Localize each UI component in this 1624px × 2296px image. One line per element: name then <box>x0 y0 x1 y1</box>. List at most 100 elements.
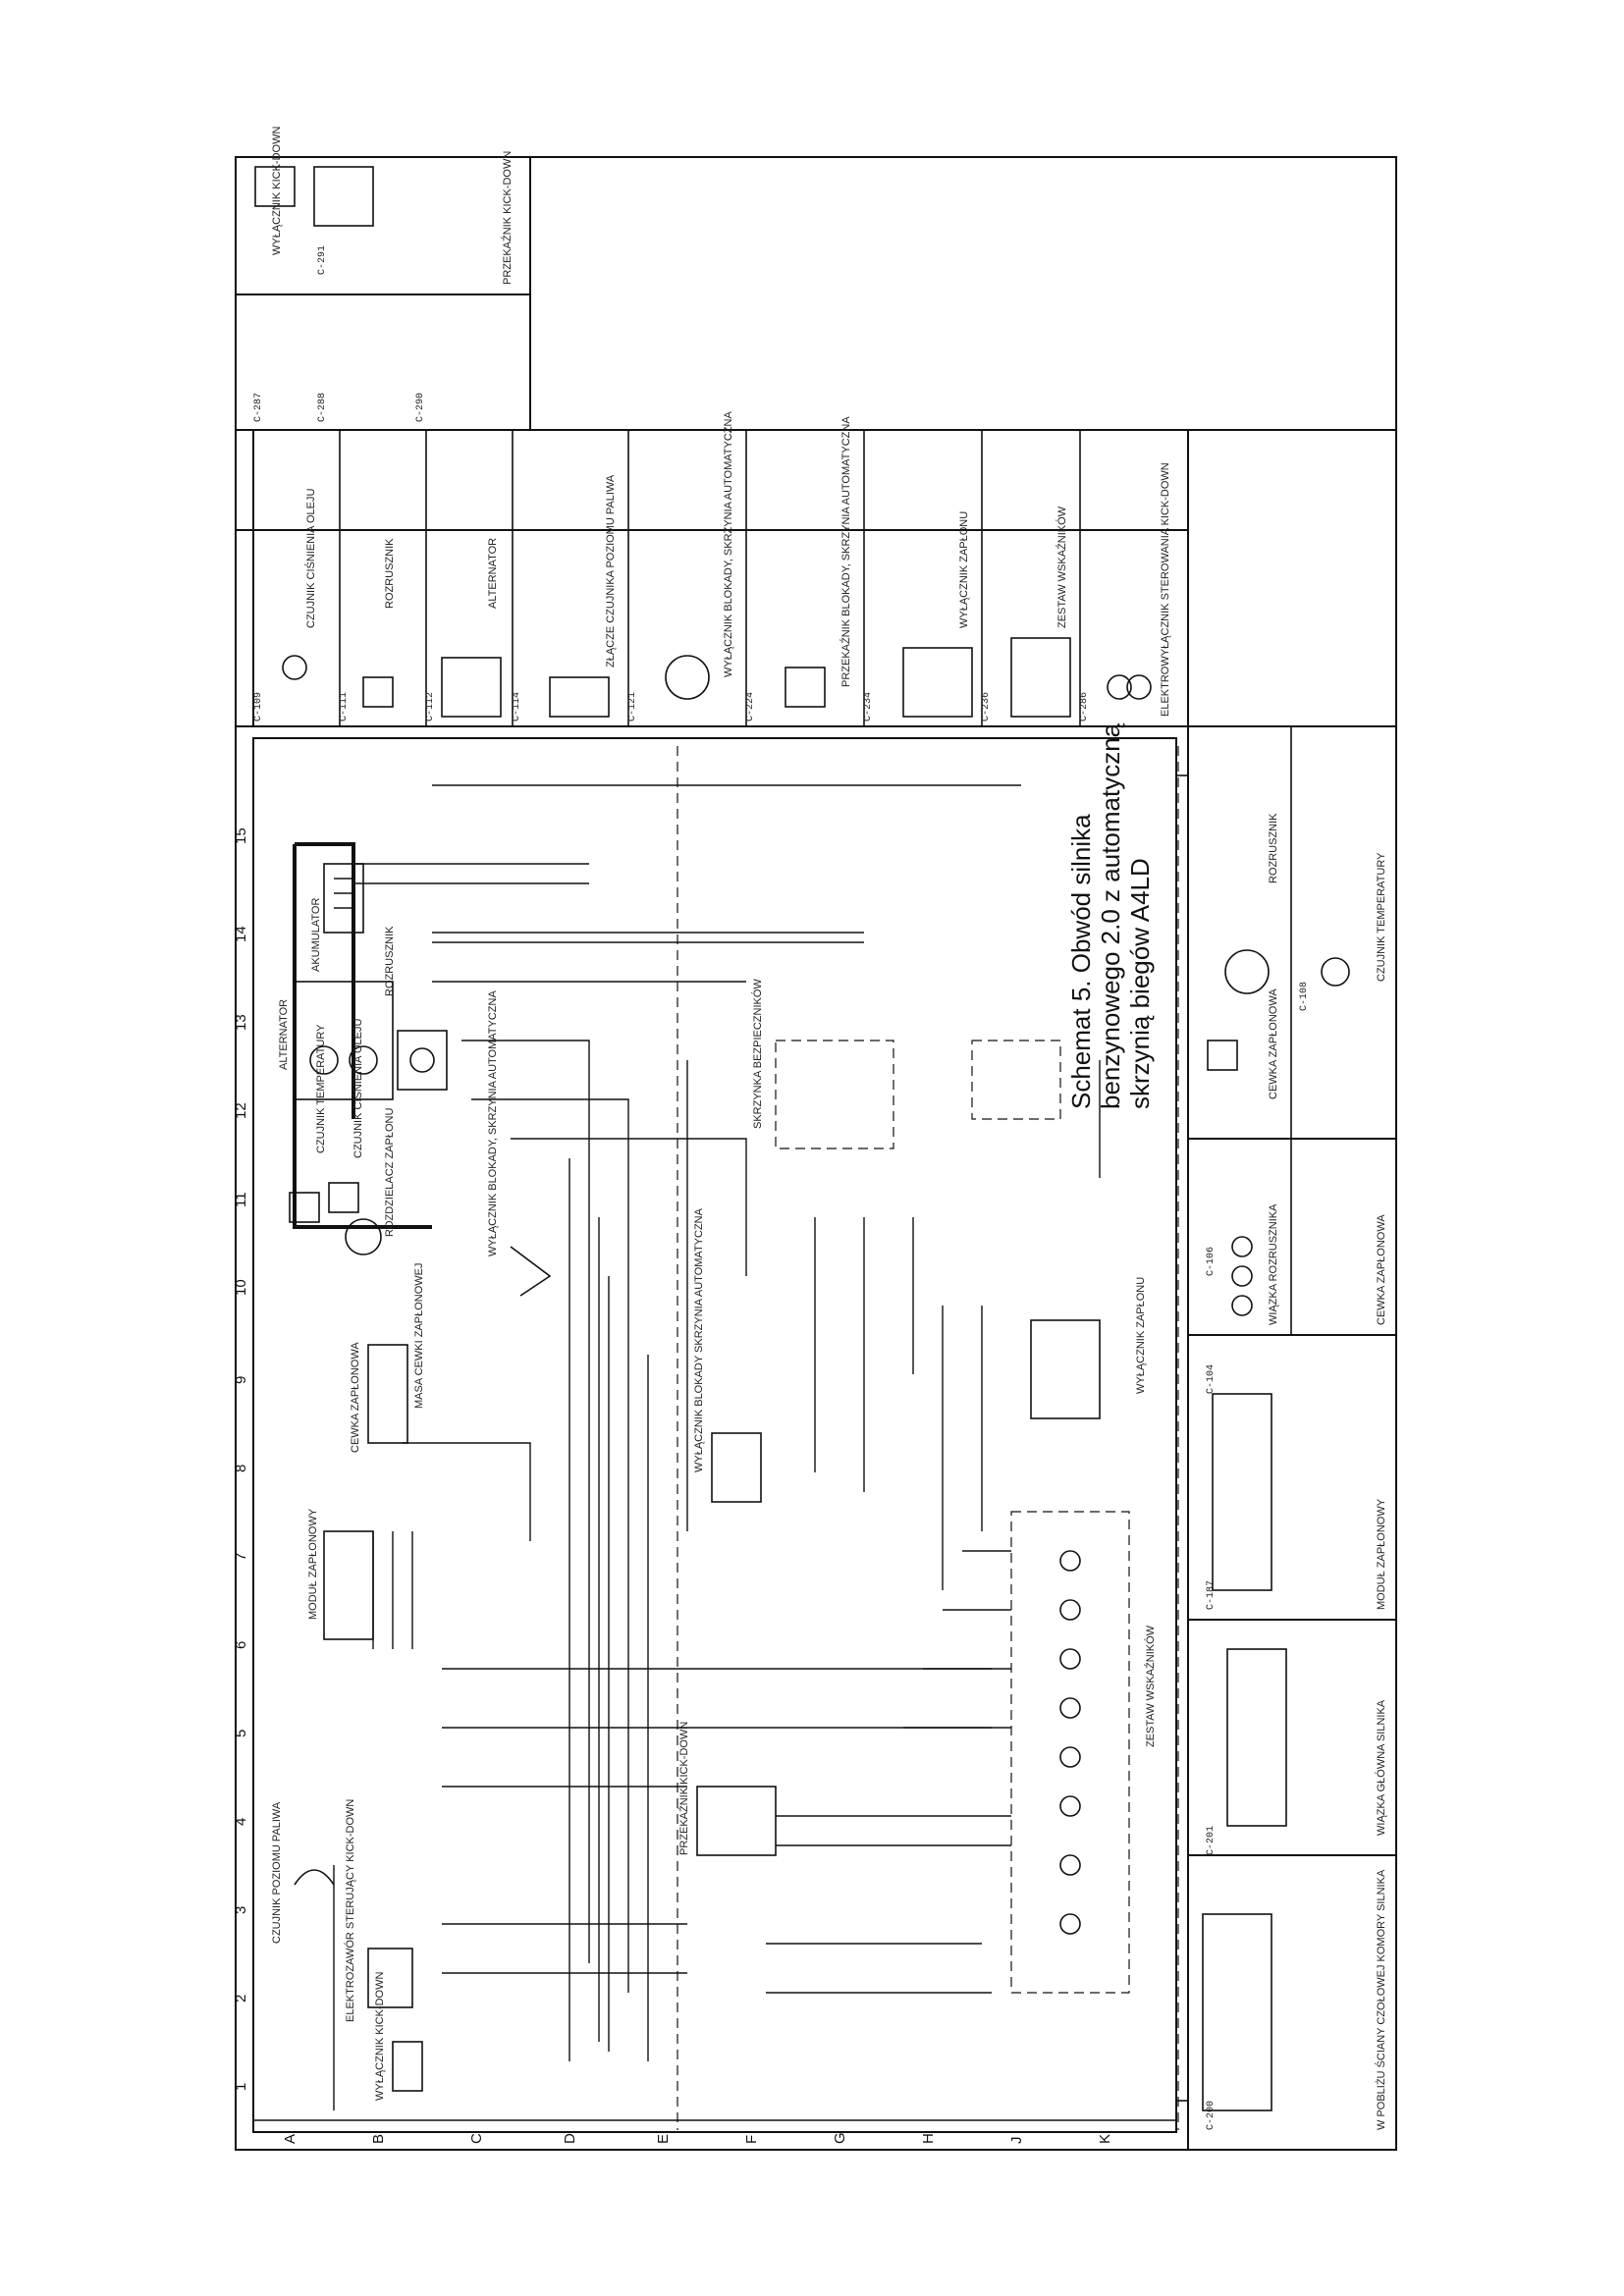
akumulator-label: AKUMULATOR <box>310 898 322 972</box>
rozrusznik-label: ROZRUSZNIK <box>384 926 396 996</box>
row-label-B: B <box>370 2134 387 2144</box>
top-panel: WYŁĄCZNIK KICK-DOWN PRZEKAŹNIK KICK-DOWN <box>236 127 530 295</box>
panel-przekaznik-blok: PRZEKAŹNIK BLOKADY, SKRZYNIA AUTOMATYCZN… <box>839 416 852 687</box>
code-c114: C-114 <box>512 692 522 721</box>
row-label-D: D <box>562 2133 578 2144</box>
code-c104: C-187 <box>1206 1580 1217 1610</box>
outer-frame <box>235 156 1397 2151</box>
bottom-label-2: CEWKA ZAPŁONOWA <box>1268 988 1279 1099</box>
bottom-label-7: ROZRUSZNIK <box>1268 813 1279 883</box>
connector-codes: C-106 C-104 C-187 C-201 C-200 C-108 C-10… <box>253 245 1310 2130</box>
connector-detail-panels: CZUJNIK CIŚNIENIA OLEJU ROZRUSZNIK ALTER… <box>236 411 1188 726</box>
code-c108: C-108 <box>1299 982 1310 1011</box>
dashed-harness-markers <box>677 746 1179 2130</box>
svg-text:1: 1 <box>233 2083 249 2091</box>
row-label-K: K <box>1097 2134 1113 2144</box>
distributor: ROZDZIELACZ ZAPŁONU <box>345 1108 396 1255</box>
inhibitor-switch: WYŁĄCZNIK BLOKADY, SKRZYNIA AUTOMATYCZNA <box>487 990 552 1297</box>
masa-cewki-label: MASA CEWKI ZAPŁONOWEJ <box>413 1262 425 1409</box>
alternator: ALTERNATOR <box>278 981 394 1100</box>
battery: AKUMULATOR <box>310 863 364 972</box>
svg-text:13: 13 <box>233 1014 249 1031</box>
code-c112: C-112 <box>425 692 436 721</box>
row-label-F: F <box>743 2135 760 2144</box>
panel-zestaw: ZESTAW WSKAŹNIKÓW <box>1056 506 1068 628</box>
battery-cables <box>293 842 432 1229</box>
connector-icon <box>282 655 307 680</box>
top-kickdown-switch-label: WYŁĄCZNIK KICK-DOWN <box>271 127 283 255</box>
code-c111: C-111 <box>339 692 350 721</box>
czujnik-paliwa-label: CZUJNIK POZIOMU PALIWA <box>271 1801 283 1944</box>
code-c288: C-288 <box>317 393 328 422</box>
czujnik-temp-label: CZUJNIK TEMPERATURY <box>315 1024 327 1153</box>
przekaznik-kd-label: PRZEKAŹNIK KICK-DOWN <box>677 1722 690 1855</box>
svg-text:6: 6 <box>233 1641 249 1649</box>
code-c105: C-106 <box>1206 1247 1217 1276</box>
row-label-C: C <box>468 2133 485 2144</box>
czujnik-cisn-label: CZUJNIK CIŚNIENIA OLEJU <box>352 1019 364 1158</box>
bottom-label-1: WIĄZKA GŁÓWNA SILNIKA <box>1375 1699 1387 1836</box>
modul-label: MODUŁ ZAPŁONOWY <box>307 1508 319 1620</box>
grid-row-labels: A B C D E F G H J K <box>282 2132 1113 2144</box>
code-c224: C-224 <box>745 692 756 721</box>
kickdown-relay: PRZEKAŹNIK KICK-DOWN <box>677 1722 777 1856</box>
panel-rozrusznik: ROZRUSZNIK <box>384 538 396 609</box>
elektrozawor-label: ELEKTROZAWÓR STERUJĄCY KICK-DOWN <box>344 1799 356 2022</box>
bottom-label-3: MODUŁ ZAPŁONOWY <box>1376 1498 1387 1610</box>
title-line-1: Schemat 5. Obwód silnika <box>1066 814 1096 1109</box>
code-c109: C-109 <box>253 692 264 721</box>
row-label-H: H <box>920 2133 937 2144</box>
inhibitor-switch-2: WYŁĄCZNIK BLOKADY SKRZYNIA AUTOMATYCZNA <box>693 1207 762 1503</box>
title-line-2: benzynowego 2.0 z automatyczną <box>1096 722 1125 1109</box>
alternator-label: ALTERNATOR <box>278 999 290 1070</box>
svg-text:5: 5 <box>233 1730 249 1737</box>
panel-czujnik-cisn: CZUJNIK CIŚNIENIA OLEJU <box>304 489 317 628</box>
svg-text:15: 15 <box>233 828 249 844</box>
wylacznik-zaplonu-label: WYŁĄCZNIK ZAPŁONU <box>1135 1277 1147 1394</box>
code-c121: C-121 <box>627 692 638 721</box>
code-c234: C-234 <box>863 692 874 721</box>
panel-alternator: ALTERNATOR <box>487 538 499 609</box>
starter-motor: ROZRUSZNIK <box>384 926 448 1091</box>
code-c286: C-286 <box>1079 692 1090 721</box>
grid-column-labels: 1 2 3 4 5 6 7 8 9 10 11 12 13 14 15 <box>233 828 249 2091</box>
svg-text:3: 3 <box>233 1906 249 1914</box>
fuse-box: SKRZYNKA BEZPIECZNIKÓW <box>751 979 1061 1149</box>
svg-text:12: 12 <box>233 1102 249 1119</box>
code-c290: C-290 <box>415 393 426 422</box>
bottom-label-5: WIĄZKA ROZRUSZNIKA <box>1268 1203 1279 1325</box>
row-label-E: E <box>655 2134 672 2144</box>
right-connector-panels <box>236 430 1396 2150</box>
code-c201: C-201 <box>1206 1826 1217 1855</box>
kickdown-switch: WYŁĄCZNIK KICK-DOWN <box>374 1972 423 2101</box>
fuel-level-sensor: CZUJNIK POZIOMU PALIWA <box>271 1801 335 1944</box>
panel-wylacznik-zapl: WYŁĄCZNIK ZAPŁONU <box>958 511 970 628</box>
ignition-coil: CEWKA ZAPŁONOWA MASA CEWKI ZAPŁONOWEJ <box>350 1262 425 1453</box>
svg-text:11: 11 <box>233 1192 249 1207</box>
temp-oil-sensors: CZUJNIK TEMPERATURY CZUJNIK CIŚNIENIA OL… <box>289 1019 364 1223</box>
wylacznik-kd-label: WYŁĄCZNIK KICK-DOWN <box>374 1972 386 2101</box>
rozdzielacz-label: ROZDZIELACZ ZAPŁONU <box>384 1108 396 1237</box>
svg-text:14: 14 <box>233 926 249 942</box>
code-c106: C-104 <box>1206 1364 1217 1394</box>
wylacznik-blok2-label: WYŁĄCZNIK BLOKADY SKRZYNIA AUTOMATYCZNA <box>693 1207 705 1472</box>
panel-elektrowylacznik: ELEKTROWYŁĄCZNIK STEROWANIA KICK-DOWN <box>1160 462 1171 717</box>
svg-text:4: 4 <box>233 1818 249 1826</box>
code-c287: C-287 <box>253 393 264 422</box>
bottom-label-0: W POBLIŻU ŚCIANY CZOŁOWEJ KOMORY SILNIKA <box>1375 1869 1387 2130</box>
right-bottom-panels: W POBLIŻU ŚCIANY CZOŁOWEJ KOMORY SILNIKA… <box>1188 726 1396 2130</box>
grid-column-markers <box>253 774 1188 2133</box>
svg-text:2: 2 <box>233 1995 249 2002</box>
top-kickdown-relay-label: PRZEKAŹNIK KICK-DOWN <box>501 151 514 285</box>
ignition-switch: WYŁĄCZNIK ZAPŁONU <box>1030 1277 1147 1419</box>
panel-zlacze-paliwa: ZŁĄCZE CZUJNIKA POZIOMU PALIWA <box>605 474 617 667</box>
panel-wylacznik-blok: WYŁĄCZNIK BLOKADY, SKRZYNIA AUTOMATYCZNA <box>723 411 734 677</box>
svg-text:9: 9 <box>233 1376 249 1384</box>
code-c291: C-291 <box>317 245 328 275</box>
diagram-title: Schemat 5. Obwód silnika benzynowego 2.0… <box>1066 722 1155 1109</box>
row-label-A: A <box>282 2134 298 2144</box>
harness-wires <box>333 784 1101 2110</box>
code-c236: C-236 <box>981 692 992 721</box>
row-label-J: J <box>1008 2137 1025 2145</box>
